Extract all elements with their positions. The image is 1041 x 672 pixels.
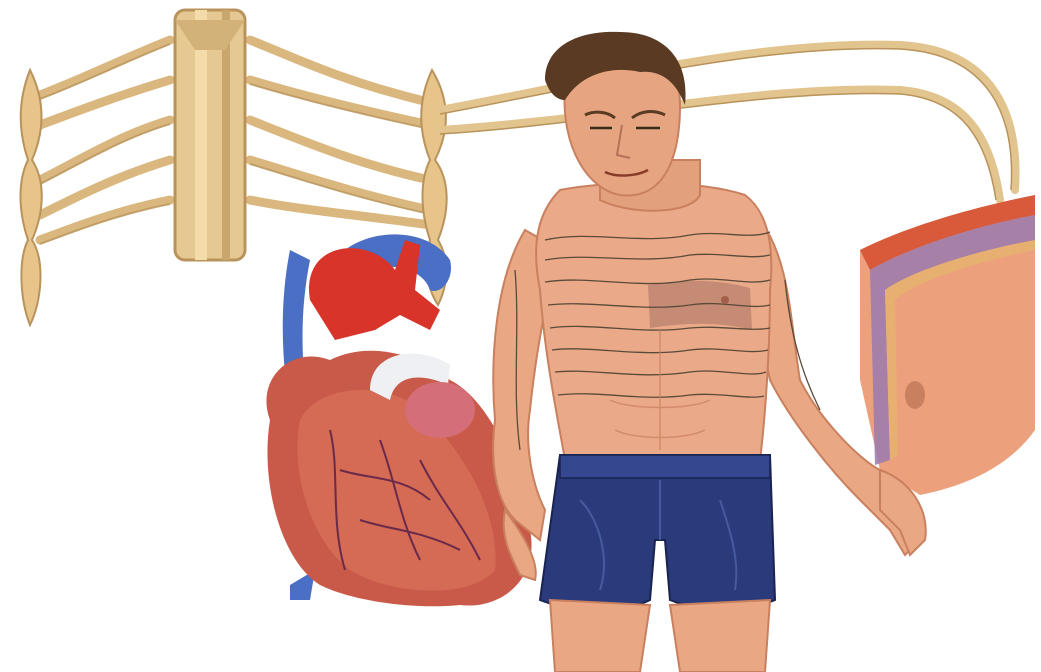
long-nerve (440, 45, 1016, 200)
left-leg (670, 600, 770, 672)
left-atrium (405, 382, 475, 438)
skin-section-nerve-ending (905, 381, 925, 409)
right-leg (550, 600, 650, 672)
sympathetic-chain-left (21, 70, 42, 325)
heart-group (266, 234, 531, 606)
skin-section (860, 195, 1035, 495)
shorts-waistband (560, 455, 770, 478)
nipple (721, 296, 729, 304)
